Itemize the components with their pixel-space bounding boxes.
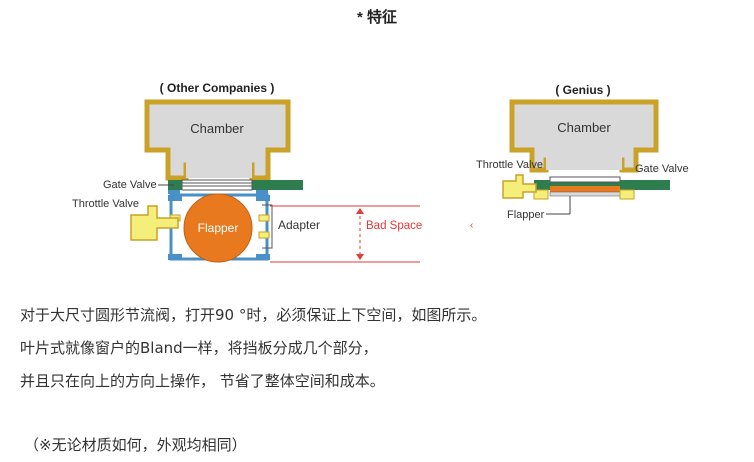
- right-throttle-valve-label: Throttle Valve: [476, 159, 543, 171]
- bad-space-label: Bad Space: [366, 220, 422, 232]
- description-line-2: 叶片式就像窗户的Bland一样，将挡板分成几个部分，: [20, 339, 378, 357]
- left-flapper-disc: [183, 193, 253, 263]
- left-gate-valve-label: Gate Valve: [103, 179, 157, 191]
- description-line-3: 并且只在向上的方向上操作， 节省了整体空间和成本。: [20, 372, 385, 390]
- right-throttle-valve-shape: [502, 174, 537, 199]
- right-gate-valve-bar: [534, 180, 670, 190]
- left-chamber-label: Chamber: [190, 121, 244, 136]
- right-heading: ( Genius ): [555, 83, 610, 97]
- left-heading: ( Other Companies ): [160, 81, 275, 95]
- svg-text:‹: ‹: [470, 220, 473, 231]
- left-flapper-label: Flapper: [198, 221, 239, 235]
- left-throttle-valve-shape: [130, 205, 179, 241]
- right-chamber-label: Chamber: [557, 120, 611, 135]
- description-line-1: 对于大尺寸圆形节流阀，打开90 °时，必须保证上下空间，如图所示。: [20, 306, 487, 324]
- right-flapper-bar: [550, 186, 620, 192]
- section-title: * 特征: [356, 9, 397, 26]
- material-note: （※无论材质如何，外观均相同）: [24, 436, 247, 454]
- left-throttle-valve-label: Throttle Valve: [72, 198, 139, 210]
- right-gate-valve-label: Gate Valve: [635, 163, 689, 175]
- comparison-diagram: ( Other Companies ) Chamber Gate Valve F…: [72, 81, 689, 263]
- left-adapter-label: Adapter: [278, 218, 320, 232]
- right-flapper-label: Flapper: [507, 209, 545, 221]
